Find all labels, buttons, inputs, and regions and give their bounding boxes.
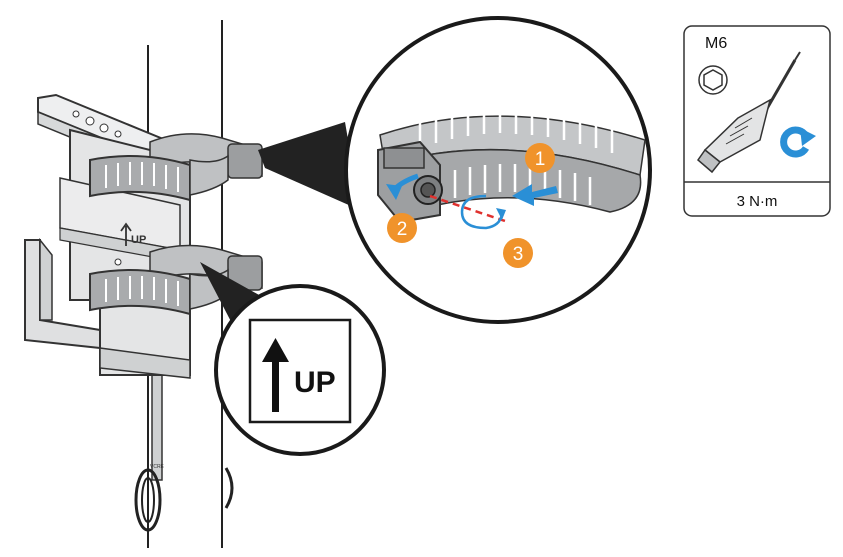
clockwise-rotation-icon <box>780 126 816 158</box>
cut-line <box>429 194 509 224</box>
svg-text:VCRE: VCRE <box>150 464 165 470</box>
clamp-detail-zoom: 1 2 3 <box>344 16 652 324</box>
step-badge-1: 1 <box>525 143 555 173</box>
screwdriver-icon <box>696 51 801 174</box>
tool-size-label: M6 <box>705 35 727 52</box>
push-arrow-icon <box>512 184 558 206</box>
step-number-3: 3 <box>513 244 524 265</box>
torque-label: 3 N·m <box>737 193 778 210</box>
rotate-arrow-icon <box>386 184 402 200</box>
up-label-zoom: UP <box>214 284 386 456</box>
zoom-up-label: UP <box>294 366 336 399</box>
hex-bit-icon <box>698 65 728 95</box>
bracket-up-label: UP <box>131 234 146 246</box>
upper-hose-clamp <box>89 133 263 202</box>
step-number-1: 1 <box>535 149 546 170</box>
step-badge-3: 3 <box>503 238 533 268</box>
up-arrow-icon <box>262 338 289 412</box>
step-badge-2: 2 <box>387 213 417 243</box>
rotation-ring-icon <box>460 194 504 230</box>
tool-spec-box: M6 3 N·m <box>683 25 831 217</box>
zoom-callout-wedge <box>258 122 360 210</box>
step-number-2: 2 <box>397 219 408 240</box>
